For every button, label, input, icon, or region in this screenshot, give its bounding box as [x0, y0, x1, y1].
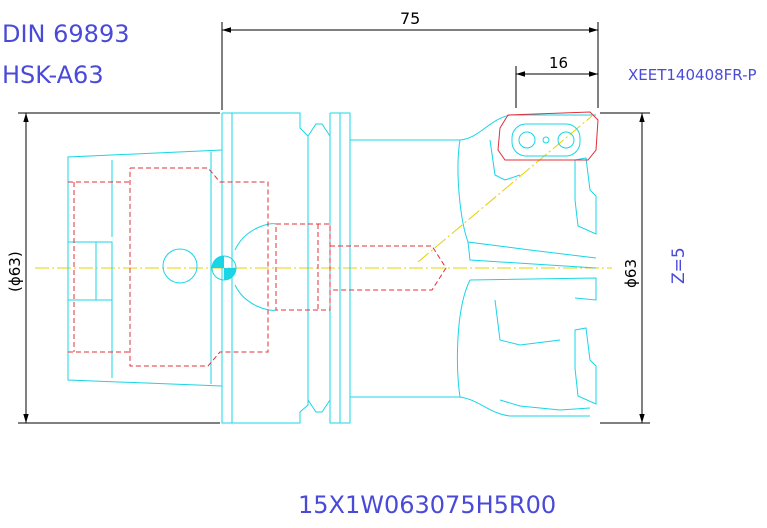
- interface-label: HSK-A63: [2, 61, 104, 89]
- dimension-overall-length: 75: [221, 9, 599, 110]
- cutter-head: [456, 139, 597, 411]
- overall-length-value: 75: [400, 9, 420, 28]
- hsk-shank: [67, 149, 223, 387]
- cutting-diameter-value: ϕ63: [622, 259, 640, 288]
- insert-axis-line: [417, 115, 593, 263]
- part-number: 15X1W063075H5R00: [298, 491, 556, 519]
- shank-diameter-value: (ϕ63): [6, 251, 24, 292]
- dimension-cutting-diameter: ϕ63 Z=5: [600, 112, 689, 424]
- cutting-insert: [497, 111, 599, 161]
- standard-label: DIN 69893: [2, 20, 130, 48]
- dimension-insert-offset: 16: [515, 54, 599, 108]
- tool-body: [221, 112, 596, 424]
- insert-offset-value: 16: [549, 54, 568, 72]
- hidden-lines: [68, 167, 447, 367]
- teeth-count: Z=5: [669, 247, 689, 284]
- center-marker: [211, 255, 237, 281]
- drive-hole: [162, 248, 198, 284]
- insert-label: XEET140408FR-P: [628, 66, 757, 84]
- dimension-shank-diameter: (ϕ63): [6, 112, 220, 424]
